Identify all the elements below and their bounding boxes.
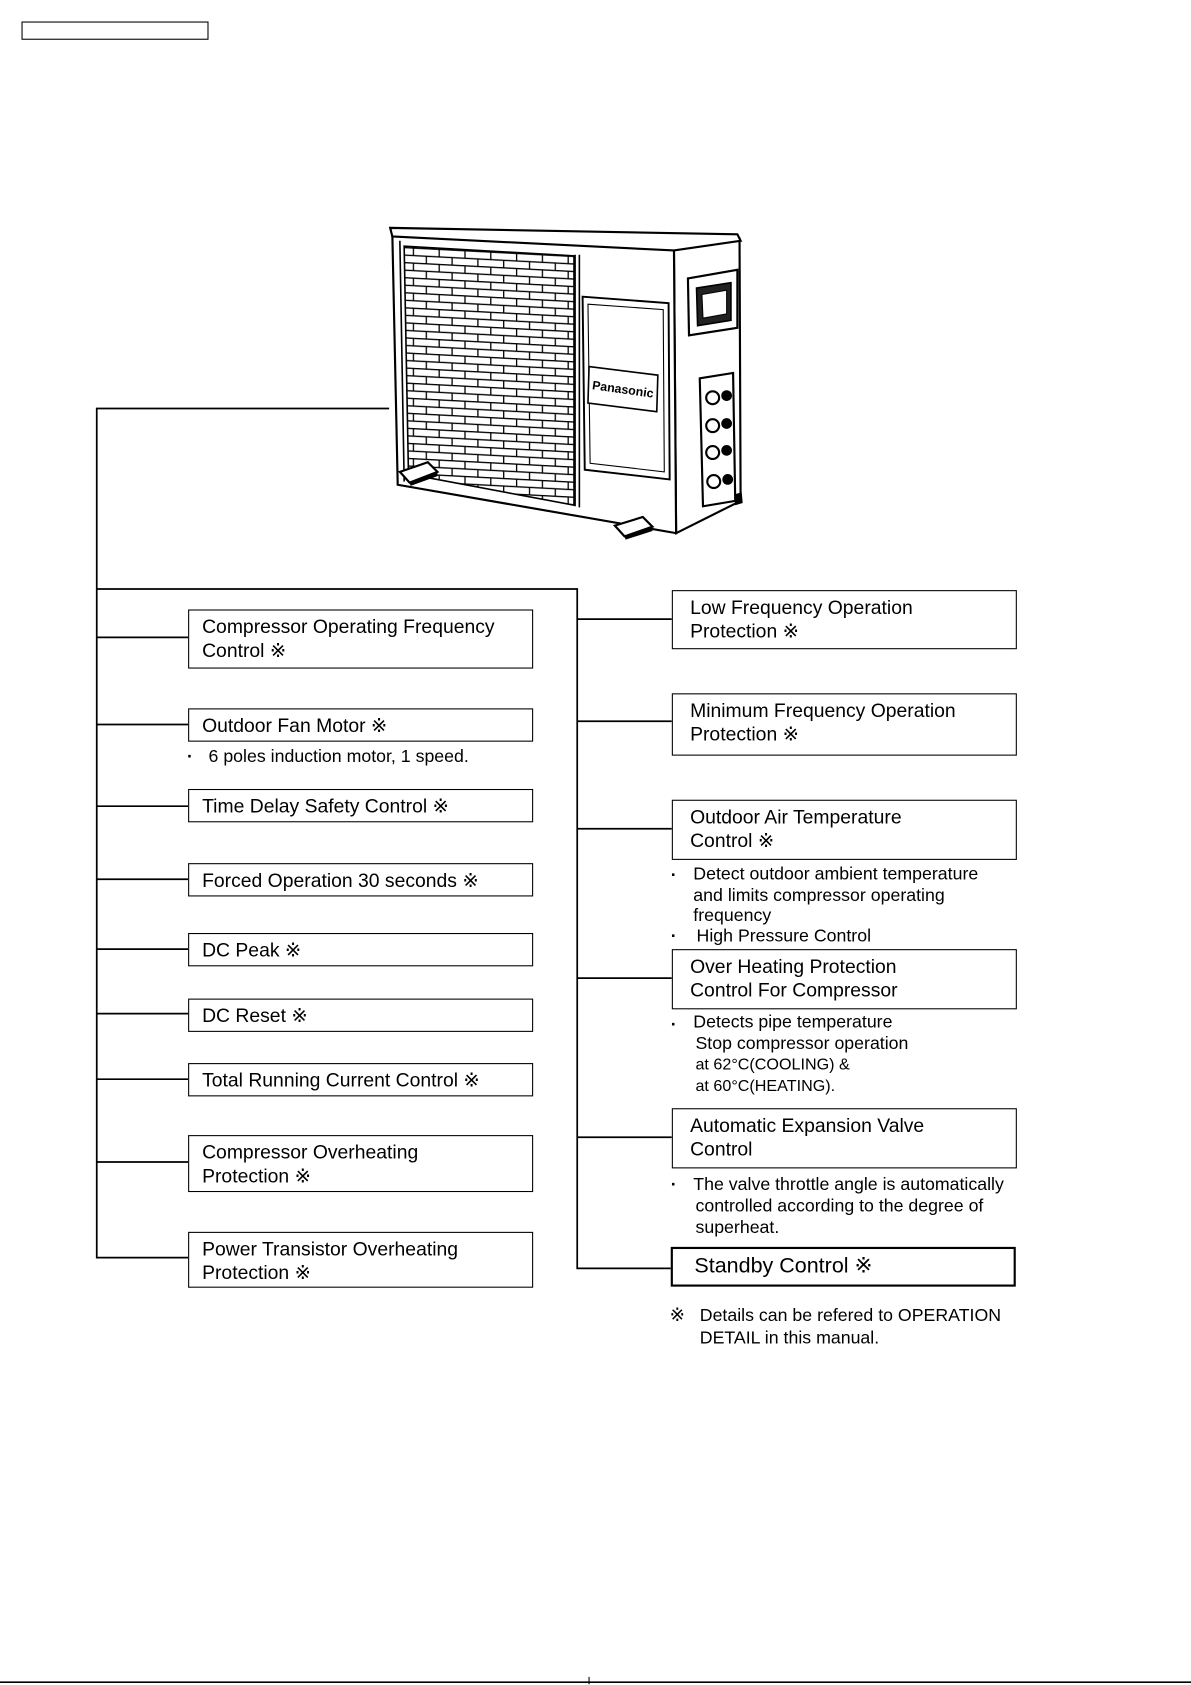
footnote-line: DETAIL in this manual. <box>699 1328 880 1348</box>
header-box <box>21 21 209 40</box>
block-standby-control: Standby Control ※ <box>670 1246 1016 1287</box>
note-line: at 60°C(HEATING). <box>695 1077 836 1096</box>
block-label: DC Peak ※ <box>202 939 302 961</box>
block-label: Compressor Overheating <box>202 1141 419 1164</box>
footnote: Details can be refered to OPERATION DETA… <box>700 1305 1001 1350</box>
block-label: Protection ※ <box>202 1261 311 1284</box>
block-outdoor-fan-motor: Outdoor Fan Motor ※ <box>188 708 534 742</box>
block-label: Control ※ <box>690 829 775 852</box>
block-automatic-expansion-valve-control: Automatic Expansion Valve Control <box>671 1108 1017 1169</box>
block-label: Total Running Current Control ※ <box>202 1069 480 1092</box>
expansion-valve-notes: The valve throttle angle is automaticall… <box>693 1174 1004 1238</box>
block-label: Control ※ <box>202 639 287 662</box>
block-total-running-current-control: Total Running Current Control ※ <box>188 1063 534 1097</box>
grille <box>403 245 575 507</box>
high-pressure-control-note: High Pressure Control <box>696 926 872 946</box>
trunk-left <box>95 407 390 1259</box>
block-label: Forced Operation 30 seconds ※ <box>202 869 479 892</box>
connector-tree <box>95 407 672 1270</box>
block-label: Control <box>690 1138 753 1160</box>
block-label: Compressor Operating Frequency <box>202 615 495 638</box>
block-power-transistor-overheating-protection: Power Transistor Overheating Protection … <box>188 1231 534 1288</box>
bullet: · <box>670 1014 677 1035</box>
carry-handle <box>686 268 739 337</box>
note-line: at 62°C(COOLING) & <box>695 1055 850 1075</box>
note-line: The valve throttle angle is automaticall… <box>693 1174 1004 1195</box>
block-label: DC Reset ※ <box>202 1005 308 1027</box>
bullet: · <box>187 747 193 767</box>
block-label: Time Delay Safety Control ※ <box>202 795 449 817</box>
block-dc-peak: DC Peak ※ <box>188 933 534 967</box>
bullet: · <box>670 926 677 946</box>
block-compressor-operating-frequency-control: Compressor Operating Frequency Control ※ <box>188 609 534 669</box>
block-label: Over Heating Protection <box>690 955 897 978</box>
block-outdoor-air-temperature-control: Outdoor Air Temperature Control ※ <box>671 799 1017 860</box>
note-line: Detect outdoor ambient temperature <box>693 864 979 884</box>
block-label: Outdoor Fan Motor ※ <box>202 714 388 737</box>
block-label: Protection ※ <box>202 1165 311 1187</box>
brand-plate <box>587 365 659 413</box>
footnote-line: Details can be refered to OPERATION <box>699 1306 1002 1326</box>
block-label: Automatic Expansion Valve <box>690 1114 925 1137</box>
reference-mark-icon: ※ <box>669 1304 685 1327</box>
block-dc-reset: DC Reset ※ <box>188 998 534 1032</box>
bullet: · <box>670 865 677 885</box>
outdoor-unit-illustration: Panasonic <box>388 226 743 540</box>
block-low-frequency-operation-protection: Low Frequency Operation Protection ※ <box>671 590 1017 650</box>
block-minimum-frequency-operation-protection: Minimum Frequency Operation Protection ※ <box>671 693 1017 756</box>
block-time-delay-safety-control: Time Delay Safety Control ※ <box>188 788 534 823</box>
block-label: Control For Compressor <box>690 979 898 1001</box>
trunk-right <box>96 588 671 1270</box>
block-forced-operation: Forced Operation 30 seconds ※ <box>188 863 534 897</box>
note-line: superheat. <box>695 1217 780 1238</box>
fan-motor-note: 6 poles induction motor, 1 speed. <box>208 747 469 767</box>
block-label: Minimum Frequency Operation <box>690 699 956 722</box>
note-line: and limits compressor operating <box>693 885 945 905</box>
block-over-heating-protection-control: Over Heating Protection Control For Comp… <box>671 949 1017 1010</box>
unit-feet <box>397 460 743 540</box>
note-line: Stop compressor operation <box>695 1033 909 1054</box>
block-label: Standby Control ※ <box>694 1254 873 1279</box>
block-compressor-overheating-protection: Compressor Overheating Protection ※ <box>188 1135 534 1193</box>
block-label: Protection ※ <box>690 723 799 745</box>
bullet: · <box>670 1174 677 1195</box>
note-line: frequency <box>693 906 772 926</box>
valve-panel <box>698 371 737 508</box>
over-heating-notes: Detects pipe temperature Stop compressor… <box>693 1013 908 1098</box>
note-line: controlled according to the degree of <box>695 1196 984 1216</box>
block-label: Outdoor Air Temperature <box>690 806 902 828</box>
outdoor-air-temperature-notes: Detect outdoor ambient temperature and l… <box>693 864 978 927</box>
block-label: Power Transistor Overheating <box>202 1238 459 1260</box>
block-label: Low Frequency Operation <box>690 596 913 619</box>
block-label: Protection ※ <box>690 620 799 642</box>
note-line: Detects pipe temperature <box>693 1012 893 1032</box>
